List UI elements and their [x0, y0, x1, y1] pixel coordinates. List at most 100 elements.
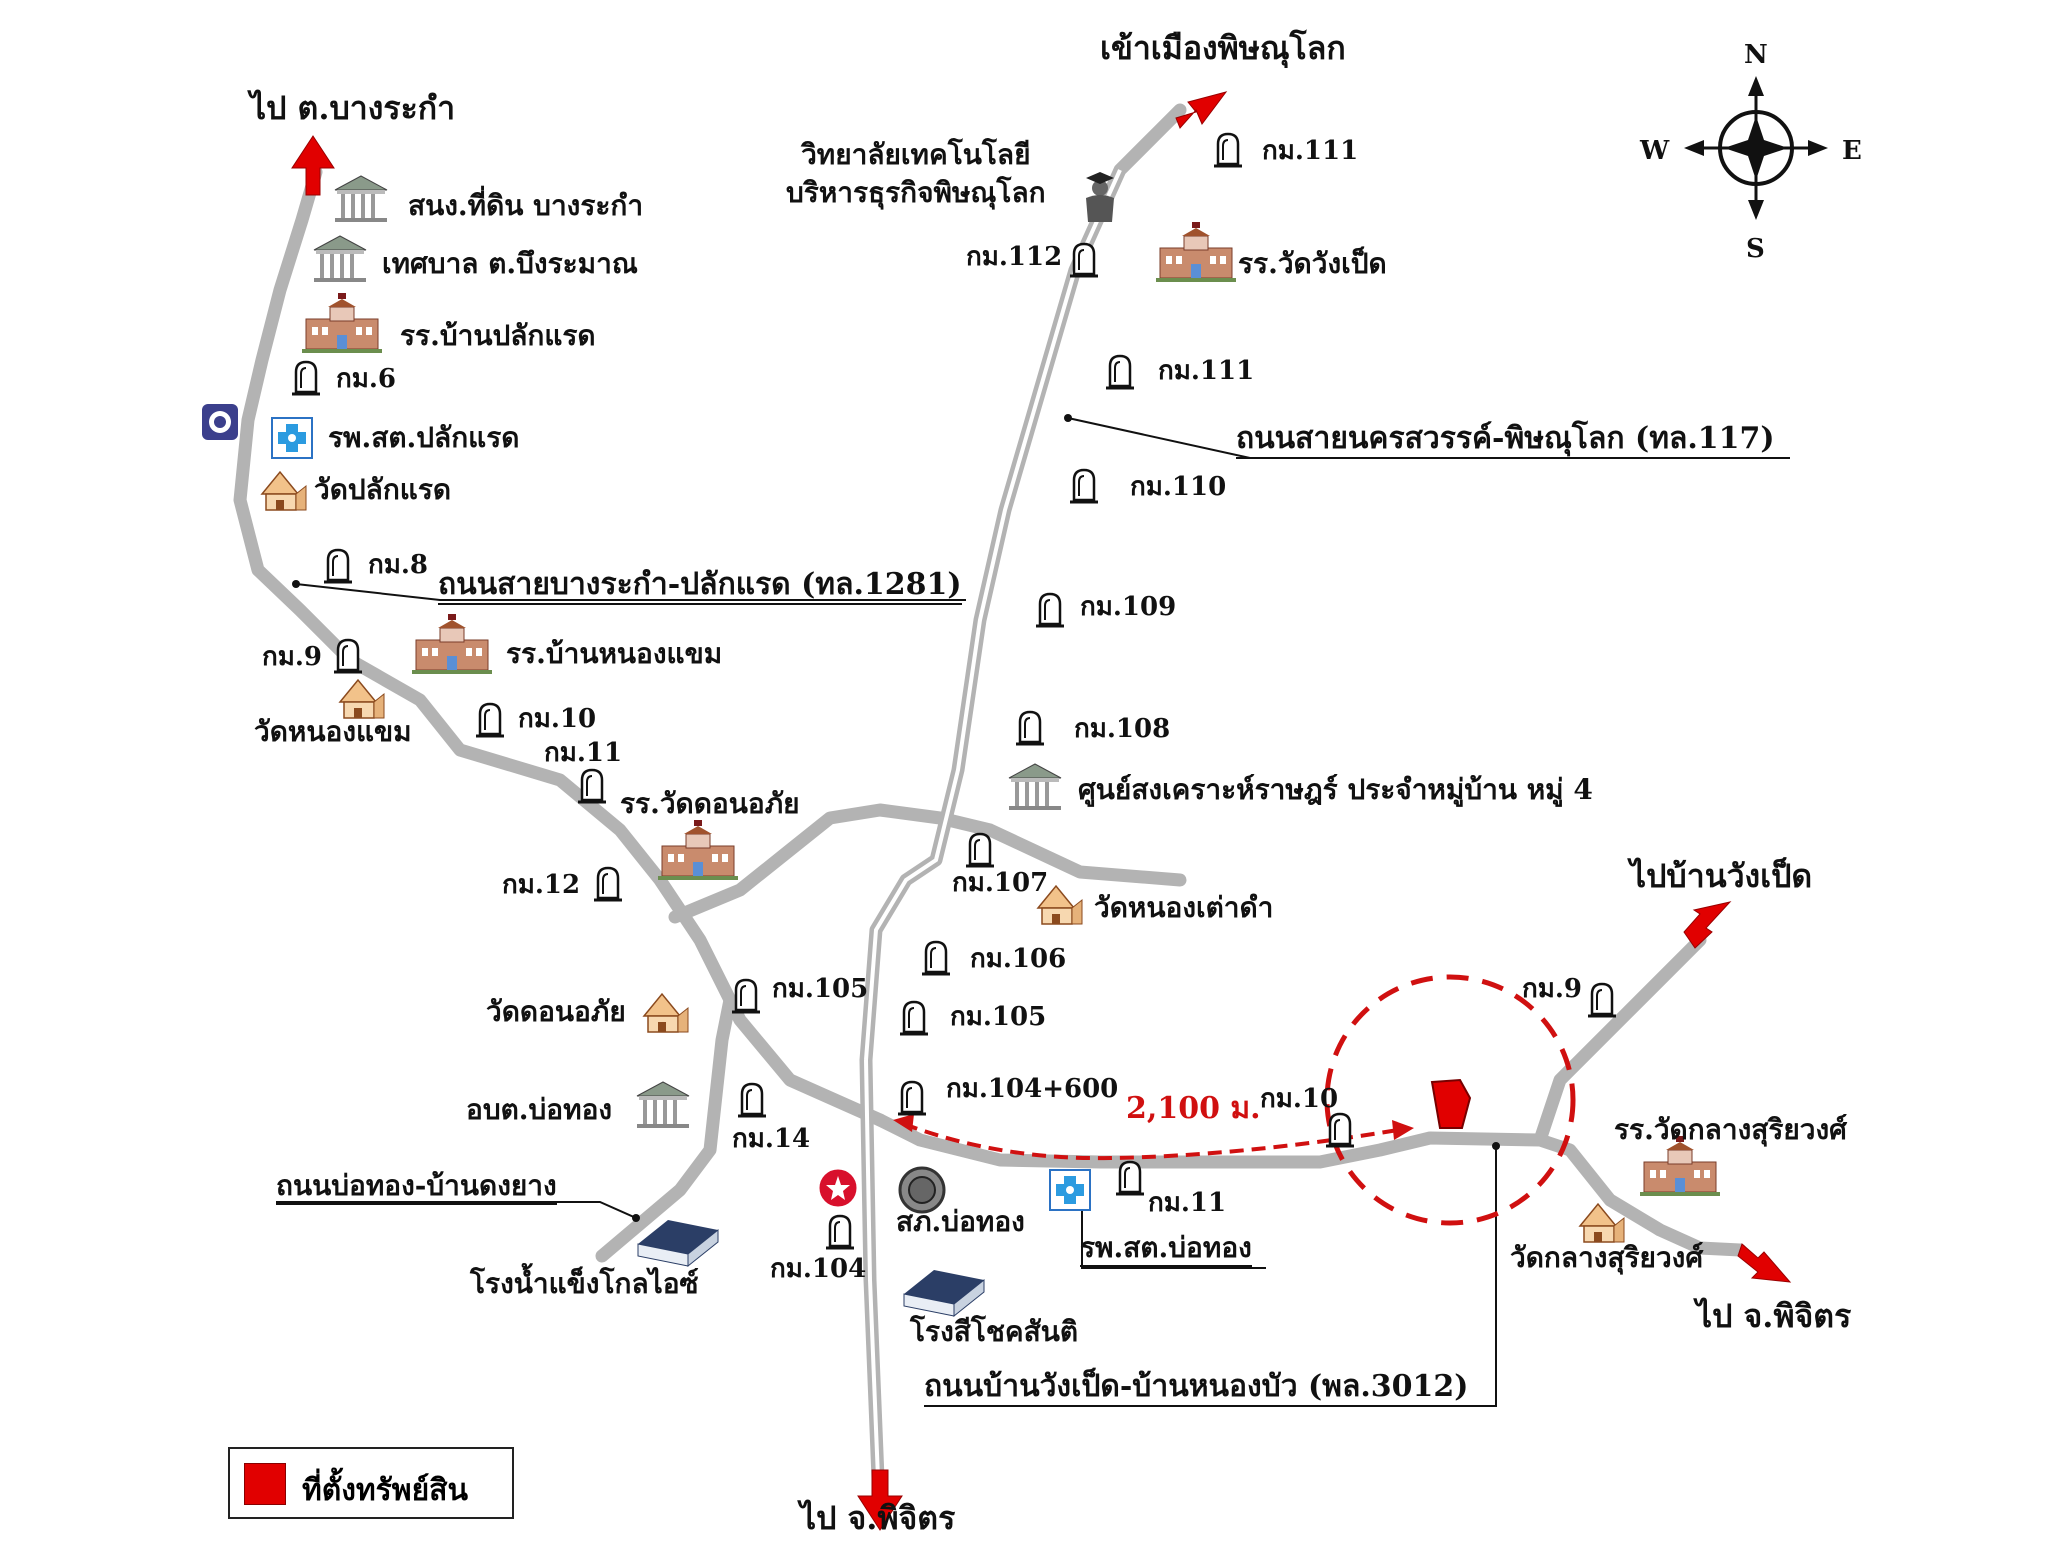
km-label: กม.109 — [1080, 592, 1177, 622]
km-label: กม.110 — [1130, 472, 1227, 502]
destination-bang-rakam: ไป ต.บางระกำ — [250, 89, 456, 127]
km-post-icon — [964, 832, 996, 868]
km-label: กม.104+600 — [946, 1074, 1119, 1104]
factory-icon — [637, 1219, 719, 1267]
destination-phichit-south: ไป จ.พิจิตร — [800, 1499, 956, 1537]
km-post-icon — [592, 866, 624, 902]
sao-office-icon — [636, 1081, 690, 1129]
arrow-wang-pet — [1683, 901, 1732, 949]
provincial-seal-icon — [202, 404, 238, 440]
arrow-bang-rakam — [291, 135, 335, 196]
km-post-icon — [736, 1082, 768, 1118]
school-icon — [1155, 221, 1237, 283]
label-road-bo-thong: ถนนบ่อทอง-บ้านดงยาง — [276, 1172, 557, 1205]
km-label: กม.111 — [1158, 356, 1255, 386]
km-post-icon — [1586, 982, 1618, 1018]
km-label: กม.111 — [1262, 136, 1359, 166]
km-label: กม.108 — [1074, 714, 1171, 744]
label-college: วิทยาลัยเทคโนโลยี บริหารธุรกิจพิษณุโลก — [786, 138, 1046, 209]
km-label: กม.106 — [970, 944, 1067, 974]
compass-north: N — [1744, 40, 1768, 70]
km-post-icon — [896, 1080, 928, 1116]
km-label: กม.6 — [336, 364, 397, 394]
road-cross — [668, 803, 1187, 924]
km-post-icon — [290, 360, 322, 396]
label-police-station: สภ.บ่อทอง — [896, 1205, 1025, 1238]
destination-phichit-east: ไป จ.พิจิตร — [1696, 1297, 1852, 1335]
label-temple-don-aphai: วัดดอนอภัย — [486, 995, 626, 1028]
temple-icon — [643, 993, 689, 1033]
km-label: กม.105 — [950, 1002, 1047, 1032]
label-school-nong-khaem: รร.บ้านหนองแขม — [506, 637, 723, 670]
km-label: กม.105 — [772, 974, 869, 1004]
destination-phitsanulok: เข้าเมืองพิษณุโลก — [1100, 29, 1346, 67]
label-clinic-plak-raet: รพ.สต.ปลักแรด — [328, 421, 520, 454]
temple-icon — [339, 679, 385, 719]
km-post-icon — [576, 768, 608, 804]
compass-south: S — [1746, 234, 1765, 264]
km-label: กม.12 — [502, 870, 581, 900]
label-school-don-aphai: รร.วัดดอนอภัย — [620, 787, 800, 820]
compass-rose — [1684, 76, 1828, 220]
label-temple-nong-tao-dam: วัดหนองเต่าดำ — [1094, 891, 1274, 924]
km-label: กม.112 — [966, 242, 1063, 272]
label-land-office: สนง.ที่ดิน บางระกำ — [408, 189, 644, 222]
factory-icon — [903, 1269, 985, 1317]
km-post-icon — [898, 1000, 930, 1036]
school-icon — [411, 613, 493, 675]
km-label: กม.107 — [952, 868, 1049, 898]
map-legend: ที่ตั้งทรัพย์สิน — [228, 1447, 514, 1519]
label-temple-klang-suriyawong: วัดกลางสุริยวงศ์ — [1510, 1241, 1704, 1274]
compass-east: E — [1842, 136, 1862, 166]
km-label: กม.104 — [770, 1254, 867, 1284]
graduate-icon — [1086, 172, 1114, 222]
label-road-1281: ถนนสายบางระกำ-ปลักแรด (ทล.1281) — [438, 570, 962, 605]
km-post-icon — [1068, 242, 1100, 278]
land-office-icon — [334, 175, 388, 223]
km-post-icon — [824, 1214, 856, 1250]
label-road-117: ถนนสายนครสวรรค์-พิษณุโลก (ทล.117) — [1236, 424, 1775, 459]
km-label: กม.10 — [1260, 1084, 1339, 1114]
km-label: กม.10 — [518, 704, 597, 734]
relief-center-icon — [1008, 763, 1062, 811]
km-post-icon — [730, 978, 762, 1014]
road-to-wang-pet — [1533, 933, 1707, 1147]
label-rice-mill: โรงสีโชคสันติ — [910, 1315, 1079, 1348]
km-label: กม.9 — [262, 642, 323, 672]
road-bo-thong — [595, 993, 737, 1263]
label-temple-nong-khaem: วัดหนองแขม — [254, 715, 412, 748]
km-post-icon — [1068, 468, 1100, 504]
label-sao-bo-thong: อบต.บ่อทอง — [466, 1093, 613, 1126]
legend-property-label: ที่ตั้งทรัพย์สิน — [302, 1473, 468, 1508]
police-icon — [816, 1166, 860, 1210]
destination-wang-pet: ไปบ้านวังเป็ด — [1630, 857, 1813, 895]
label-school-klang-suriyawong: รร.วัดกลางสุริยวงศ์ — [1614, 1113, 1847, 1146]
label-school-wang-pet: รร.วัดวังเป็ด — [1238, 247, 1387, 280]
km-label: กม.11 — [544, 738, 623, 768]
km-label: กม.9 — [1522, 974, 1583, 1004]
km-label: กม.14 — [732, 1124, 811, 1154]
distance-arrow — [893, 1114, 1414, 1161]
road-3012 — [873, 1113, 1747, 1257]
arrow-phichit-south — [857, 1469, 903, 1531]
km-post-icon — [322, 548, 354, 584]
property-location-marker — [1430, 1078, 1472, 1129]
km-post-icon — [920, 940, 952, 976]
km-post-icon — [332, 638, 364, 674]
km-post-icon — [1114, 1160, 1146, 1196]
label-municipality: เทศบาล ต.บึงระมาณ — [382, 247, 638, 280]
temple-icon — [261, 471, 307, 511]
clinic-icon — [271, 417, 313, 459]
label-school-plak-raet: รร.บ้านปลักแรด — [400, 319, 596, 352]
direction-arrows — [291, 91, 1792, 1531]
school-icon — [657, 819, 739, 881]
km-post-icon — [1014, 710, 1046, 746]
label-temple-plak-raet: วัดปลักแรด — [314, 473, 452, 506]
km-post-icon — [1034, 592, 1066, 628]
km-post-icon — [1104, 354, 1136, 390]
municipality-icon — [313, 235, 367, 283]
arrow-phitsanulok — [1175, 91, 1228, 129]
police-seal-icon — [898, 1166, 946, 1214]
